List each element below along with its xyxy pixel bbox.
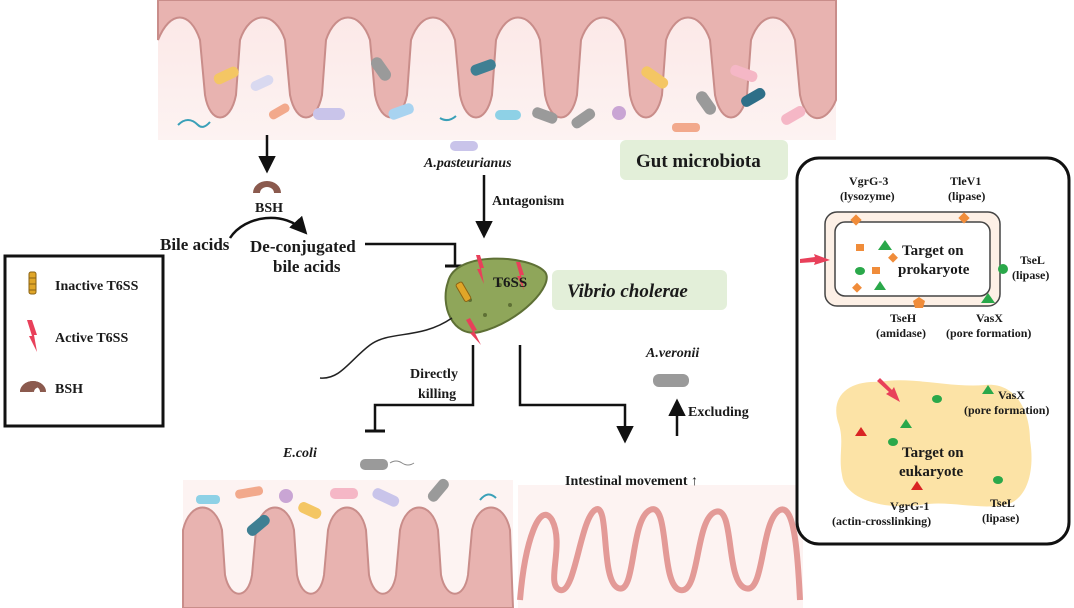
deconjugated-line1: De-conjugated [250, 237, 356, 256]
e-coli-cell [360, 459, 388, 470]
tsel-bottom-sub: (lipase) [982, 511, 1019, 525]
vgrg1-label: VgrG-1 [890, 499, 929, 513]
prokaryote-inner-membrane [834, 221, 991, 297]
vasx-top-label: VasX [976, 311, 1003, 325]
eukaryote-effector-markers [855, 385, 1003, 490]
a-veronii-label: A.veronii [645, 346, 699, 361]
e-coli-label: E.coli [282, 446, 317, 461]
gut-microbiota-bg [620, 140, 788, 180]
active-t6ss-bottom [466, 318, 481, 345]
vgrg1-sub: (actin-crosslinking) [832, 514, 931, 528]
bsh-label: BSH [255, 201, 283, 216]
bsh-enzyme-icon [253, 181, 281, 193]
e-coli-flagella [389, 460, 415, 466]
vgrg3-sub: (lysozyme) [840, 189, 895, 203]
tlev1-sub: (lipase) [948, 189, 985, 203]
legend-bsh-label: BSH [55, 382, 83, 397]
prokaryote-effector-markers [850, 212, 1008, 308]
tseh-sub: (amidase) [876, 326, 926, 340]
active-t6ss-top [476, 255, 484, 284]
tsel-top-sub: (lipase) [1012, 268, 1049, 282]
eukaryote-cell [836, 380, 1032, 507]
intestinal-movement-label: Intestinal movement ↑ [565, 474, 698, 489]
legend-inactive-label: Inactive T6SS [55, 279, 139, 294]
a-pasteurianus-label: A.pasteurianus [423, 156, 512, 171]
tsel-top-label: TseL [1020, 253, 1045, 267]
bsh-curved-arrow [228, 215, 308, 239]
top-microbiota-bacteria [177, 57, 806, 132]
inactive-t6ss-on-cell [455, 281, 472, 302]
t6ss-label: T6SS [493, 275, 527, 291]
tlev1-label: TleV1 [950, 174, 981, 188]
directly-line2: killing [418, 387, 456, 402]
legend-box: Inactive T6SS Active T6SS BSH [3, 254, 165, 428]
tsel-bottom-label: TseL [990, 496, 1015, 510]
active-t6ss-icon [27, 320, 37, 352]
bottom-left-intestinal-tissue [182, 478, 515, 608]
deconjugated-line2: bile acids [273, 257, 341, 276]
legend-active-label: Active T6SS [55, 331, 128, 346]
bsh-icon [20, 381, 46, 392]
eukaryote-t6ss-icon [877, 378, 900, 402]
prokaryote-t6ss-icon [800, 254, 830, 265]
movement-arrow [518, 345, 634, 444]
prokaryote-line1: Target on [902, 243, 964, 259]
active-t6ss-right [516, 262, 524, 290]
vibrio-label-bg [552, 270, 727, 310]
bile-acids-label: Bile acids [160, 235, 230, 254]
antagonism-label: Antagonism [492, 194, 565, 209]
vibrio-cholerae-label: Vibrio cholerae [567, 281, 688, 302]
a-pasteurianus-cell [450, 141, 478, 151]
inactive-t6ss-icon [28, 271, 37, 295]
vasx-bottom-sub: (pore formation) [964, 403, 1049, 417]
killing-line [373, 345, 475, 430]
excluding-label: Excluding [688, 405, 749, 420]
inhibit-line [365, 242, 457, 265]
eukaryote-line2: eukaryote [899, 464, 963, 480]
prokaryote-line2: prokaryote [898, 262, 970, 278]
a-veronii-cell [653, 374, 689, 387]
eukaryote-line1: Target on [902, 445, 964, 461]
vgrg3-label: VgrG-3 [849, 174, 888, 188]
bottom-center-intestinal-tissue [517, 485, 803, 608]
vasx-bottom-label: VasX [998, 388, 1025, 402]
vasx-top-sub: (pore formation) [946, 326, 1031, 340]
gut-microbiota-label: Gut microbiota [636, 151, 761, 172]
tseh-label: TseH [890, 311, 917, 325]
directly-line1: Directly [410, 367, 458, 382]
